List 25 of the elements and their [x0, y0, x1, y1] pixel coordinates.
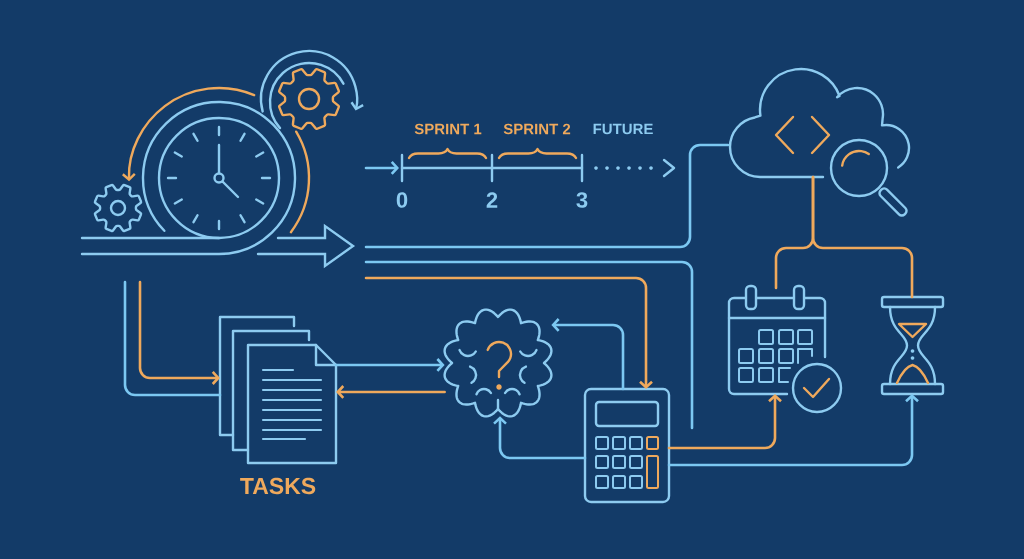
arrow: [364, 161, 399, 175]
connector-line: [811, 175, 914, 299]
cloud-icon: [728, 67, 911, 217]
timeline-label: FUTURE: [593, 123, 653, 135]
arrow: [138, 280, 220, 385]
connector-line: [123, 280, 222, 397]
brain-icon: [443, 308, 553, 418]
arrow: [493, 416, 587, 460]
tick-label: 2: [486, 192, 498, 208]
arrow: [364, 276, 653, 389]
arrow: [551, 318, 625, 391]
sprint-label: SPRINT 1: [414, 123, 482, 135]
sprint-label: SPRINT 2: [503, 123, 571, 135]
arrow: [334, 358, 445, 372]
connector-line: [364, 143, 730, 249]
node-label: TASKS: [240, 477, 316, 495]
calendar-icon: [727, 284, 843, 414]
hourglass-icon: [880, 295, 945, 396]
tick-label: 0: [396, 192, 408, 208]
arrow: [667, 394, 919, 467]
connector-line: [364, 260, 694, 430]
calculator-icon: [583, 387, 671, 504]
arrow: [336, 385, 446, 399]
arrow: [667, 394, 782, 450]
tick-label: 3: [576, 192, 588, 208]
